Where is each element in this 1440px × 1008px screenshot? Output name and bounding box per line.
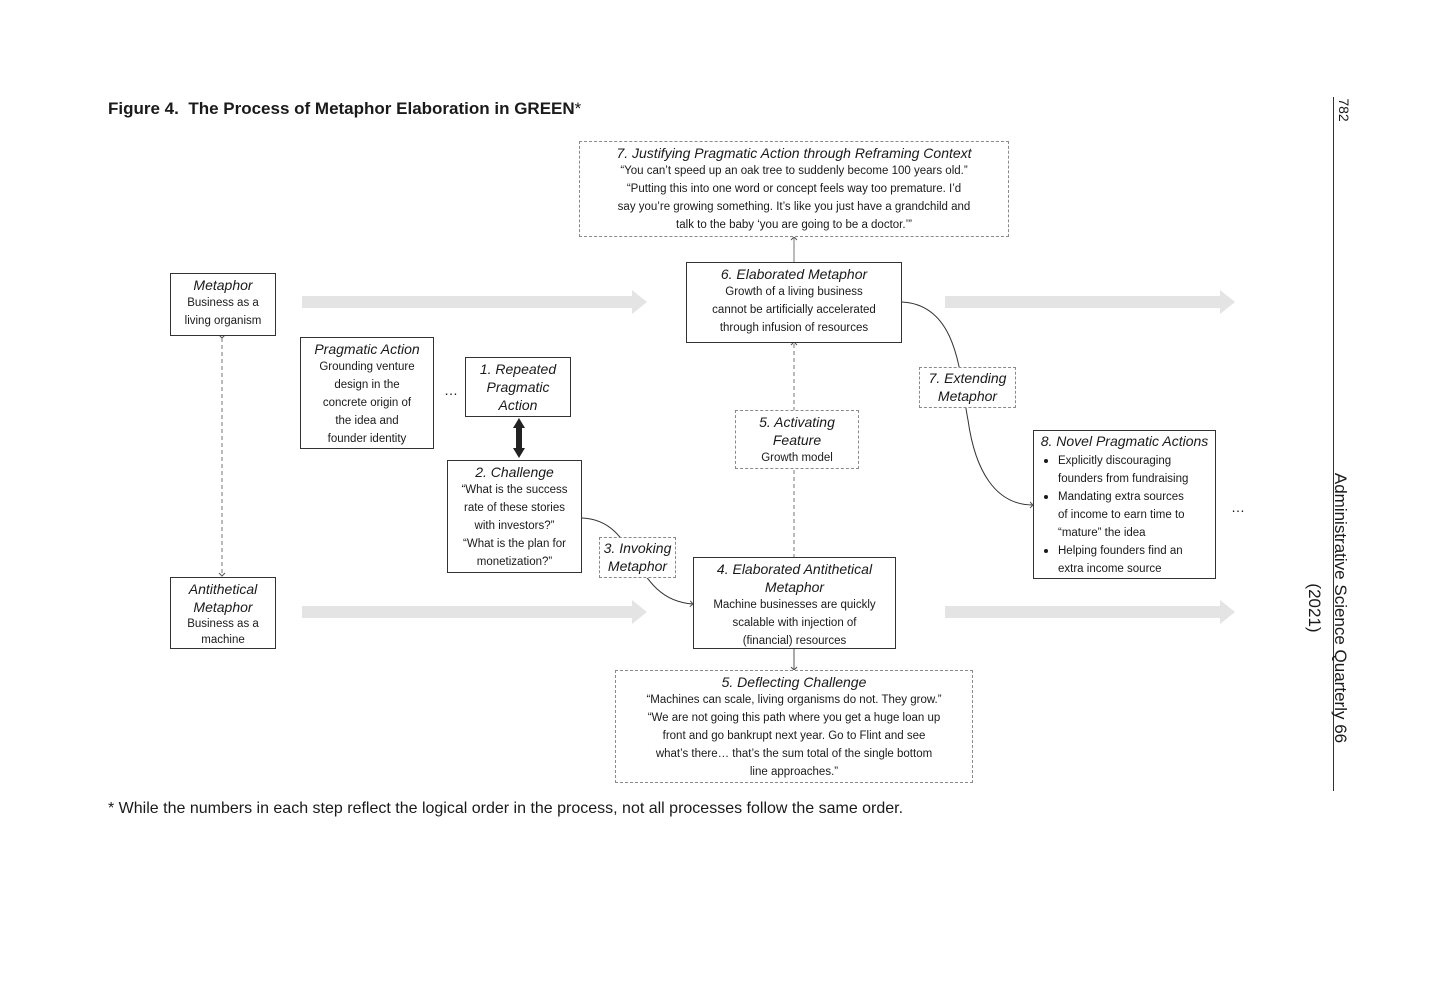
metaphor-title: Metaphor: [193, 277, 253, 293]
challenge-text: “What is the success rate of these stori…: [461, 484, 568, 568]
figure-label: Figure 4.: [108, 99, 179, 118]
double-arrow: [513, 418, 525, 458]
deflecting-title: 5. Deflecting Challenge: [721, 674, 867, 690]
invoking-title: 3. Invoking Metaphor: [603, 540, 672, 574]
antithetical-title: Antithetical Metaphor: [188, 581, 258, 615]
journal-name: Administrative Science Quarterly 66 (202…: [1305, 472, 1350, 744]
ellipsis-left: …: [444, 382, 458, 398]
ellipsis-right: …: [1231, 499, 1245, 515]
novel-actions-box: 8. Novel Pragmatic Actions Explicitly di…: [1033, 430, 1216, 579]
flow-arrow-top-right: [945, 290, 1235, 314]
elaborated-antithetical-title: 4. Elaborated Antithetical Metaphor: [716, 561, 873, 595]
flow-arrow-bottom-left: [302, 600, 647, 624]
deflecting-text: “Machines can scale, living organisms do…: [646, 694, 942, 778]
novel-actions-title: 8. Novel Pragmatic Actions: [1040, 433, 1209, 449]
elaborated-metaphor-title: 6. Elaborated Metaphor: [720, 266, 868, 282]
metaphor-text: Business as a living organism: [184, 297, 262, 327]
justifying-action-box: 7. Justifying Pragmatic Action through R…: [579, 141, 1009, 237]
antithetical-text: Business as a machine: [187, 618, 259, 646]
activating-text: Growth model: [761, 452, 833, 464]
elaborated-antithetical-text: Machine businesses are quickly scalable …: [713, 599, 876, 647]
repeated-action-box: 1. Repeated Pragmatic Action: [465, 357, 571, 417]
list-item: Mandating extra sources of income to ear…: [1044, 488, 1213, 542]
challenge-title: 2. Challenge: [475, 464, 554, 480]
novel-actions-list: Explicitly discouraging founders from fu…: [1036, 452, 1213, 578]
list-item: Explicitly discouraging founders from fu…: [1044, 452, 1213, 488]
pragmatic-action-box: Pragmatic Action Grounding venture desig…: [300, 337, 434, 449]
journal-rule: [1333, 97, 1334, 791]
extending-metaphor-box: 7. Extending Metaphor: [919, 367, 1016, 408]
page-number: 782: [1336, 98, 1352, 122]
list-item: Helping founders find an extra income so…: [1044, 542, 1213, 578]
repeated-action-title: 1. Repeated Pragmatic Action: [479, 361, 557, 413]
figure-footnote: * While the numbers in each step reflect…: [108, 800, 904, 817]
justifying-title: 7. Justifying Pragmatic Action through R…: [616, 145, 972, 161]
elaborated-metaphor-text: Growth of a living business cannot be ar…: [712, 286, 876, 334]
activating-title: 5. Activating Feature: [759, 414, 835, 448]
figure-title: Figure 4. The Process of Metaphor Elabor…: [108, 99, 581, 119]
deflecting-challenge-box: 5. Deflecting Challenge “Machines can sc…: [615, 670, 973, 783]
figure-title-text: The Process of Metaphor Elaboration in G…: [188, 99, 575, 118]
antithetical-metaphor-box: Antithetical Metaphor Business as a mach…: [170, 577, 276, 649]
invoking-metaphor-box: 3. Invoking Metaphor: [599, 537, 676, 578]
justifying-text: “You can’t speed up an oak tree to sudde…: [617, 165, 971, 231]
metaphor-box: Metaphor Business as a living organism: [170, 273, 276, 336]
figure-title-marker: *: [574, 99, 582, 118]
flow-arrow-top-left: [302, 290, 647, 314]
challenge-box: 2. Challenge “What is the success rate o…: [447, 460, 582, 573]
pragmatic-action-text: Grounding venture design in the concrete…: [319, 361, 415, 445]
flow-arrow-bottom-right: [945, 600, 1235, 624]
extending-curve: [901, 301, 1034, 509]
extending-title: 7. Extending Metaphor: [928, 370, 1007, 404]
elaborated-antithetical-box: 4. Elaborated Antithetical Metaphor Mach…: [693, 557, 896, 649]
activating-feature-box: 5. Activating Feature Growth model: [735, 410, 859, 469]
elaborated-metaphor-box: 6. Elaborated Metaphor Growth of a livin…: [686, 262, 902, 343]
pragmatic-action-title: Pragmatic Action: [314, 341, 420, 357]
